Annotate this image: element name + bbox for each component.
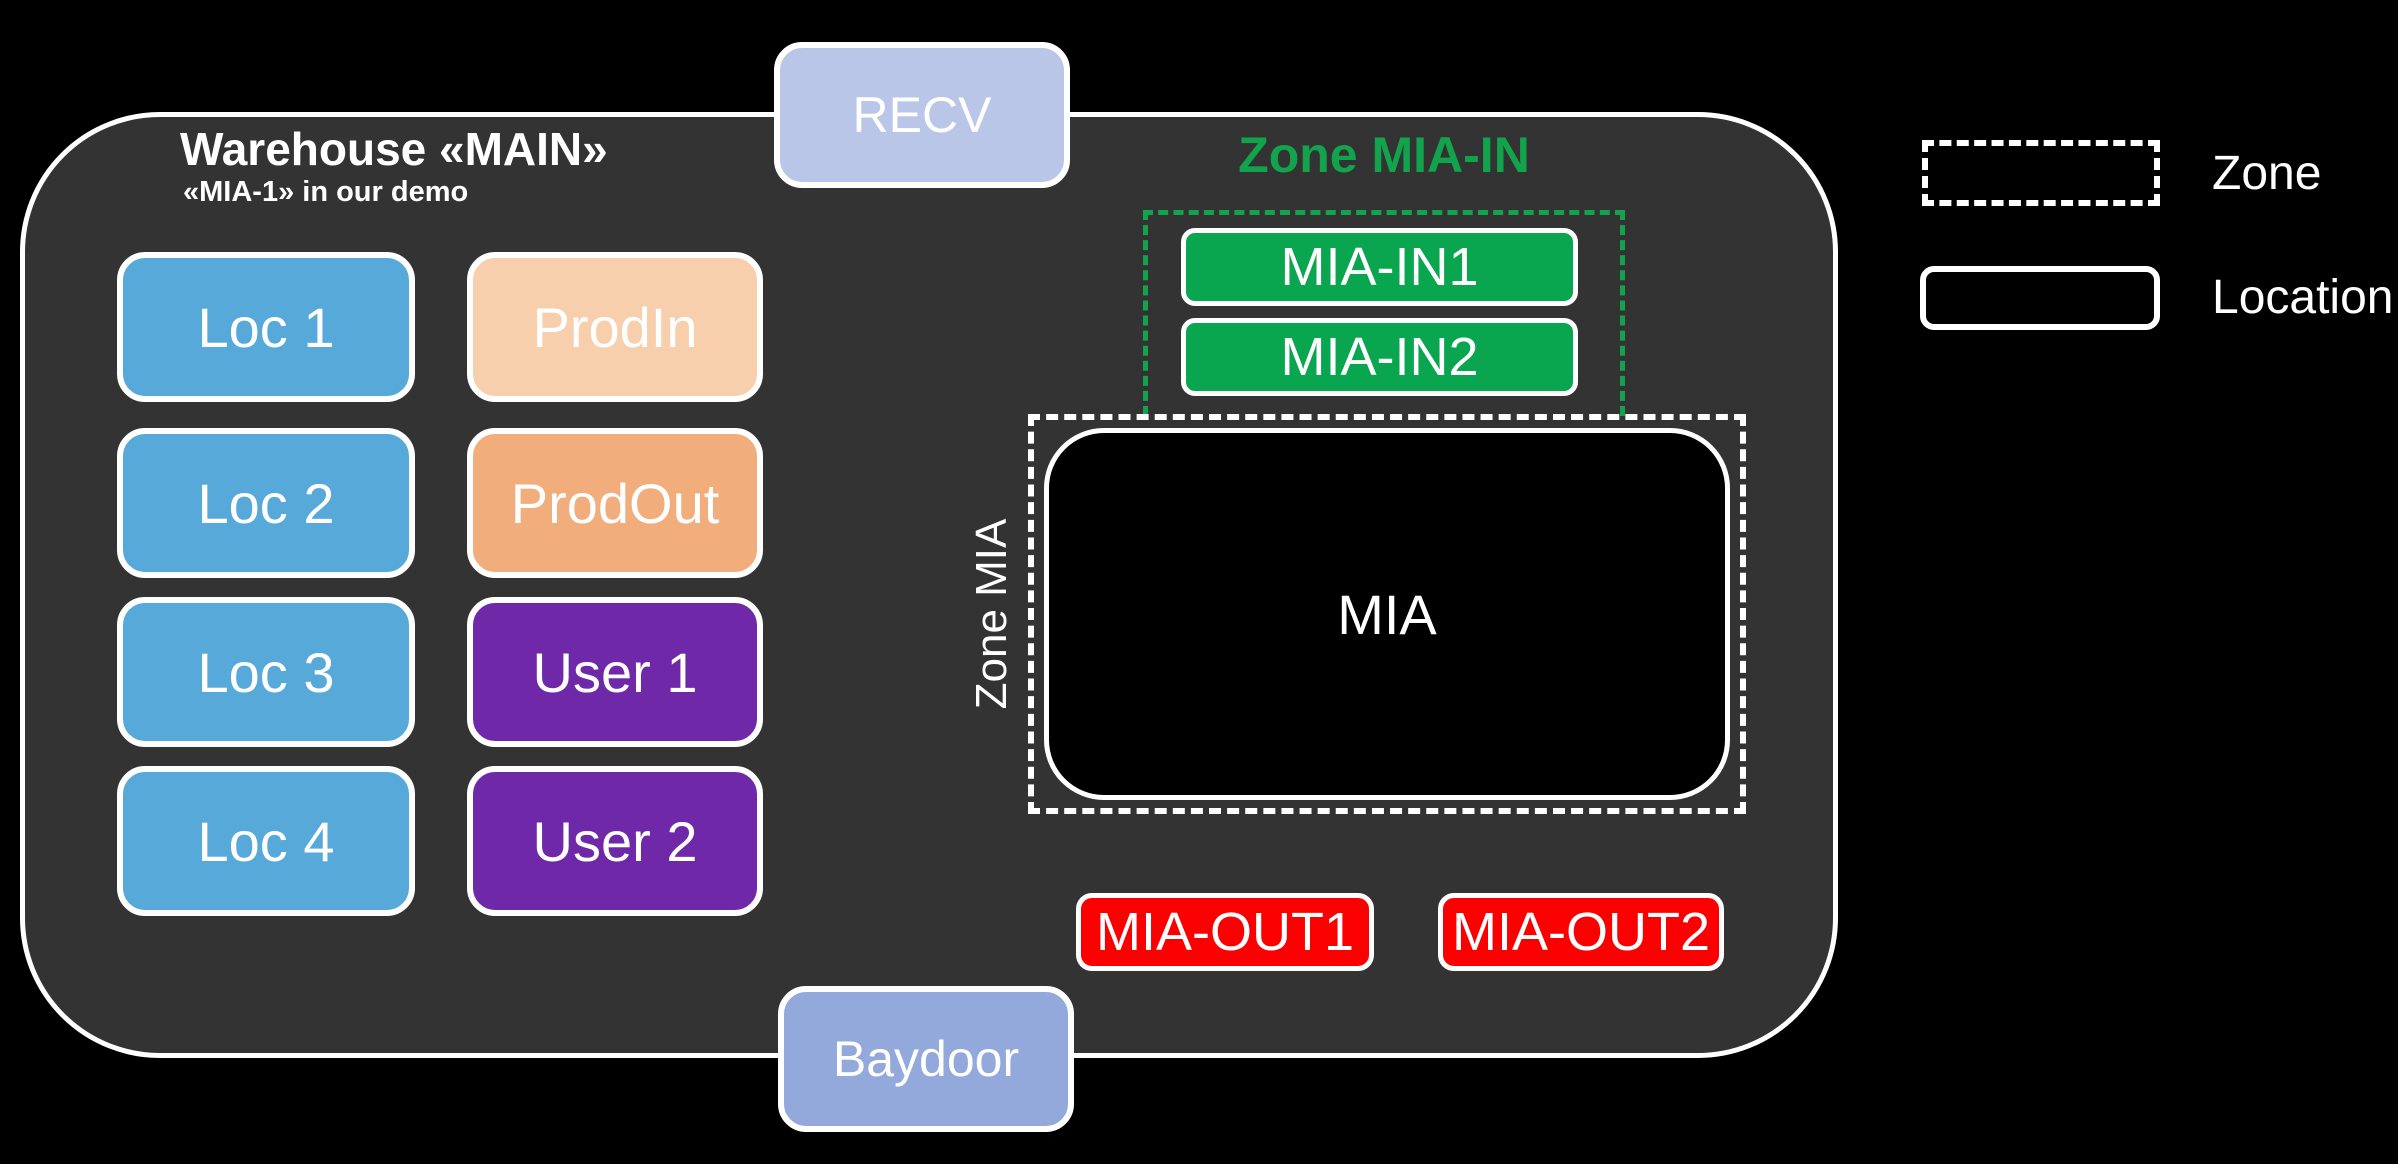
zone-mia-boundary <box>1028 414 1746 814</box>
legend-zone-swatch <box>1922 140 2160 206</box>
warehouse-title: Warehouse «MAIN» <box>180 123 608 175</box>
location-user2: User 2 <box>467 766 763 916</box>
location-loc1: Loc 1 <box>117 252 415 402</box>
legend-location-label: Location <box>2212 271 2394 324</box>
location-prodin: ProdIn <box>467 252 763 402</box>
location-loc2: Loc 2 <box>117 428 415 578</box>
location-mia-out1: MIA-OUT1 <box>1076 893 1374 971</box>
location-mia-out2: MIA-OUT2 <box>1438 893 1724 971</box>
warehouse-subtitle: «MIA-1» in our demo <box>183 176 469 208</box>
legend-location-swatch <box>1920 266 2160 330</box>
recv-door-location: RECV <box>774 42 1070 188</box>
location-user1: User 1 <box>467 597 763 747</box>
location-loc4: Loc 4 <box>117 766 415 916</box>
legend-zone-label: Zone <box>2212 147 2322 200</box>
location-prodout: ProdOut <box>467 428 763 578</box>
location-mia: MIA <box>1044 428 1730 800</box>
location-mia-in1: MIA-IN1 <box>1181 228 1578 306</box>
location-mia-in2: MIA-IN2 <box>1181 318 1578 396</box>
location-loc3: Loc 3 <box>117 597 415 747</box>
zone-mia-label: Zone MIA <box>967 518 1016 710</box>
zone-mia-in-title: Zone MIA-IN <box>1238 127 1530 183</box>
baydoor-location: Baydoor <box>778 986 1074 1132</box>
zone-mia-in-boundary <box>1143 210 1625 416</box>
